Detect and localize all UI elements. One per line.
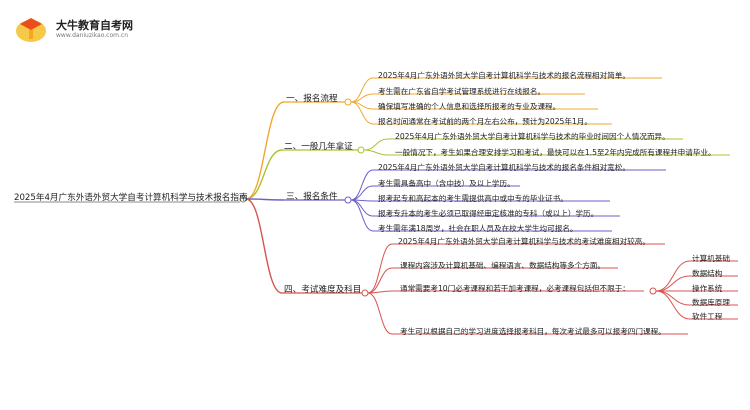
leaf-4-2: 课程内容涉及计算机基础、编程语言、数据结构等多个方面。 xyxy=(400,261,606,270)
branch-connector-3 xyxy=(245,198,285,201)
leaf-4-4: 考生可以根据自己的学习进度选择报考科目，每次考试最多可以报考四门课程。 xyxy=(400,327,666,336)
leaf-4-3: 通常需要考10门必考课程和若干加考课程，必考课程包括但不限于： xyxy=(400,284,630,293)
subleaf-connector-2 xyxy=(655,275,691,292)
leaf-connector-3-2 xyxy=(350,185,374,201)
leaf-connector-3-1 xyxy=(350,169,374,201)
leaf-1-4: 报名时间通常在考试前的两个月左右公布，预计为2025年1月。 xyxy=(378,117,592,126)
sub-leaf-5: 软件工程 xyxy=(692,312,723,321)
branch-registration-requirements: 三、报名条件 xyxy=(286,192,338,202)
logo-icon xyxy=(16,18,46,42)
leaf-3-4: 报考专升本的考生必须已取得经审定核准的专科（或以上）学历。 xyxy=(378,209,599,218)
leaf-3-1: 2025年4月广东外语外贸大学自考计算机科学与技术的报名条件相对宽松。 xyxy=(378,163,630,172)
subleaf-connector-4 xyxy=(655,290,691,306)
branch-exam-difficulty-subjects: 四、考试难度及科目 xyxy=(284,285,362,295)
leaf-connector-3-4 xyxy=(350,199,374,217)
sub-leaf-1: 计算机基础 xyxy=(692,254,730,263)
branch-registration-process: 一、报名流程 xyxy=(286,94,338,104)
subleaf-connector-5 xyxy=(655,290,691,320)
branch-node-dot-3 xyxy=(344,196,352,204)
leaf-connector-4-3 xyxy=(367,290,393,294)
branch-connector-2 xyxy=(245,149,283,200)
leaf-connector-3-5 xyxy=(350,199,374,232)
branch-connector-4 xyxy=(245,198,283,294)
brand-url: www.daniuzikao.com.cn xyxy=(56,32,128,39)
leaf-2-2: 一般情况下，考生如果合理安排学习和考试，最快可以在1.5至2年内完成所有课程并申… xyxy=(395,148,716,157)
leaf-4-1: 2025年4月广东外语外贸大学自考计算机科学与技术的考试难度相对较高。 xyxy=(398,237,650,246)
leaf-3-2: 考生需具备高中（含中技）及以上学历。 xyxy=(378,179,515,188)
branch-node-dot-4 xyxy=(361,289,369,297)
leaf-1-1: 2025年4月广东外语外贸大学自考计算机科学与技术的报名流程相对简单。 xyxy=(378,71,630,80)
sub-leaf-3: 操作系统 xyxy=(692,284,723,293)
leaf-3-5: 考生需年满18周岁，社会在职人员及在校大学生均可报名。 xyxy=(378,224,578,233)
branch-connector-1 xyxy=(245,101,285,200)
leaf-connector-4-2 xyxy=(367,267,393,294)
leaf-connector-2-2 xyxy=(363,149,389,156)
leaf-connector-1-4 xyxy=(350,101,374,125)
leaf-2-1: 2025年4月广东外语外贸大学自考计算机科学与技术的毕业时间因个人情况而异。 xyxy=(395,132,670,141)
leaf-connector-4-4 xyxy=(367,292,393,335)
leaf-1-3: 确保填写准确的个人信息和选择所报考的专业及课程。 xyxy=(378,102,561,111)
sub-leaf-2: 数据结构 xyxy=(692,269,723,278)
leaf-3-3: 报考起专和高起本的考生需提供高中或中专的毕业证书。 xyxy=(378,194,568,203)
branch-years-to-certificate: 二、一般几年拿证 xyxy=(284,142,353,152)
leaf-1-2: 考生需在广东省自学考试管理系统进行在线报名。 xyxy=(378,87,546,96)
brand-name: 大牛教育自考网 xyxy=(56,19,133,32)
sub-leaf-4: 数据库原理 xyxy=(692,298,730,307)
branch-node-dot-2 xyxy=(357,146,365,154)
branch-node-dot-1 xyxy=(344,98,352,106)
subleaf-node-dot xyxy=(649,287,657,295)
subleaf-connector-1 xyxy=(655,260,691,292)
leaf-connector-2-1 xyxy=(363,138,389,151)
leaf-connector-4-1 xyxy=(367,243,393,294)
mindmap-root: 2025年4月广东外语外贸大学自考计算机科学与技术报名指南 xyxy=(14,193,248,203)
